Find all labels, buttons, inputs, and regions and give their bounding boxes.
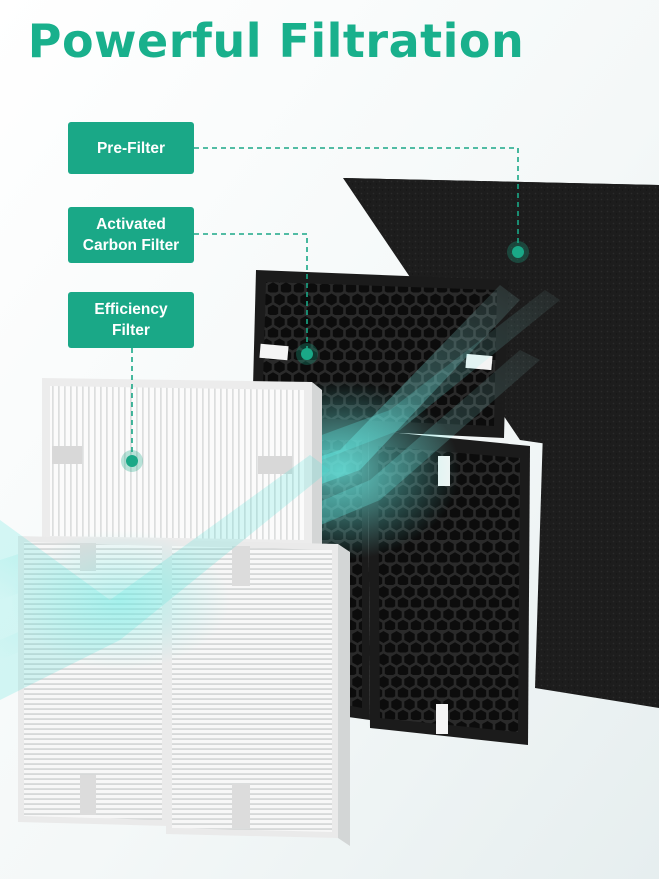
carbon-filter-connector (194, 233, 308, 352)
pre-filter-connector (194, 147, 519, 250)
carbon-label-line2: Carbon Filter (82, 237, 180, 254)
pre-filter-label-text: Pre-Filter (96, 139, 166, 157)
efficiency-filter-label: Efficiency Filter (68, 292, 194, 348)
efficiency-filter-top (42, 378, 322, 552)
efficiency-label-line2: Filter (112, 322, 150, 339)
pointer-dots (121, 241, 529, 472)
activated-carbon-filter-label: Activated Carbon Filter (68, 207, 194, 263)
carbon-label-line1: Activated (96, 216, 166, 233)
airflow-overlay (0, 455, 330, 700)
pre-filter-label: Pre-Filter (68, 122, 194, 174)
page-title: Powerful Filtration (27, 14, 525, 68)
efficiency-label-line1: Efficiency (94, 301, 168, 318)
